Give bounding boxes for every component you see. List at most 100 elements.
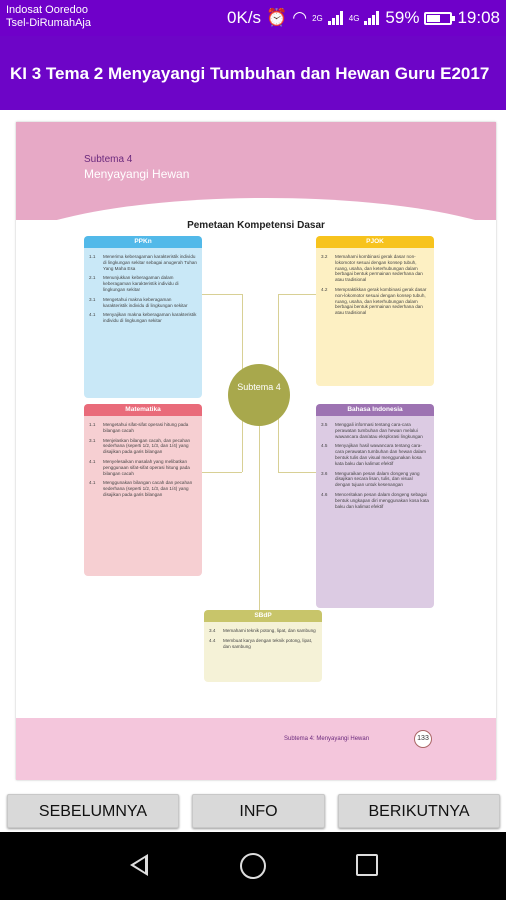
page-footer-band: Subtema 4: Menyayangi Hewan 133 [16, 718, 496, 780]
signal-1-icon [327, 11, 344, 25]
app-title: KI 3 Tema 2 Menyayangi Tumbuhan dan Hewa… [10, 64, 490, 83]
competency-item: 4.1 Menyelesaikan masalah yang melibatkan… [89, 459, 197, 476]
navigation-buttons: SEBELUMNYA INFO BERIKUTNYA [0, 790, 506, 832]
competency-number: 3.2 [321, 254, 328, 259]
competency-number: 4.5 [321, 443, 328, 449]
competency-text: Membuat karya dengan teknik potong, lipa… [223, 637, 313, 649]
wifi-icon: ◠ [292, 8, 308, 27]
competency-item: 4.6 Menceritakan pesan dalam dongeng seba… [321, 492, 429, 509]
competency-text: Memahami kombinasi gerak dasar non-lokom… [335, 254, 423, 283]
sbdp-title: SBdP [204, 610, 322, 622]
competency-number: 4.1 [89, 480, 96, 486]
app-bar: KI 3 Tema 2 Menyayangi Tumbuhan dan Hewa… [0, 36, 506, 110]
ppkn-box: PPKn 1.1 Menerima keberagaman karakterist… [84, 236, 202, 398]
connector-line [242, 416, 243, 472]
competency-text: Menggali informasi tentang cara-cara per… [335, 422, 423, 439]
home-icon[interactable] [240, 853, 266, 879]
previous-button[interactable]: SEBELUMNYA [7, 794, 179, 828]
competency-number: 4.6 [321, 491, 328, 497]
competency-text: Menjelaskan bilangan cacah, dan pecahan … [103, 437, 191, 455]
competency-text: Mengetahui makna keberagaman karakterist… [103, 296, 188, 308]
connector-line [278, 294, 279, 374]
competency-item: 4.1 Menggunakan bilangan cacah dan pecaha… [89, 480, 197, 497]
competency-item: 3.1 Mengetahui makna keberagaman karakter… [89, 297, 197, 309]
alarm-icon: ⏰ [266, 8, 288, 27]
clock: 19:08 [457, 8, 500, 27]
competency-item: 4.4 Membuat karya dengan teknik potong, l… [209, 638, 317, 650]
competency-text: Mengetahui sifat-sifat operasi hitung pa… [103, 422, 189, 433]
recent-apps-icon[interactable] [356, 854, 378, 876]
back-icon[interactable] [130, 854, 148, 876]
competency-number: 1.1 [89, 254, 96, 259]
competency-number: 4.2 [321, 286, 328, 292]
page-viewer[interactable]: Subtema 4 Menyayangi Hewan Pemetaan Komp… [0, 110, 506, 790]
competency-number: 3.1 [89, 437, 96, 443]
competency-item: 4.5 Menyajikan hasil wawancara tentang ca… [321, 443, 429, 466]
connector-line [278, 472, 316, 473]
competency-number: 4.1 [89, 312, 96, 318]
connector-line [259, 426, 260, 610]
competency-item: 3.6 Menguraikan pesan dalam dongeng yang … [321, 471, 429, 488]
connector-line [202, 294, 242, 295]
status-icons: 0K/s ⏰ ◠ 2G 4G 59% 19:08 [227, 8, 500, 28]
subtema-hub: Subtema 4 [228, 364, 290, 426]
competency-number: 3.1 [89, 296, 96, 302]
footer-text: Subtema 4: Menyayangi Hewan [284, 736, 370, 742]
competency-number: 3.4 [209, 628, 216, 633]
competency-item: 4.2 Mempraktikkan gerak kombinasi gerak d… [321, 287, 429, 316]
connector-line [278, 294, 316, 295]
pjok-box: PJOK 3.2 Memahami kombinasi gerak dasar n… [316, 236, 434, 386]
signal-2-icon [364, 11, 380, 25]
book-page: Subtema 4 Menyayangi Hewan Pemetaan Komp… [16, 122, 496, 780]
next-button[interactable]: BERIKUTNYA [338, 794, 500, 828]
status-bar: Indosat Ooredoo Tsel-DiRumahAja 0K/s ⏰ ◠… [0, 0, 506, 36]
competency-item: 2.1 Menunjukkan keberagaman dalam keberag… [89, 275, 197, 292]
battery-fill [427, 14, 441, 22]
connector-line [202, 472, 242, 473]
pjok-title: PJOK [316, 236, 434, 248]
competency-text: Menguraikan pesan dalam dongeng yang dis… [335, 470, 420, 488]
carrier-1: Indosat Ooredoo [6, 4, 88, 16]
network-1-label: 2G [312, 13, 323, 23]
competency-item: 3.2 Memahami kombinasi gerak dasar non-lo… [321, 254, 429, 283]
competency-text: Menyajikan hasil wawancara tentang cara-… [335, 443, 426, 466]
carrier-2: Tsel-DiRumahAja [6, 17, 91, 29]
bahasa-indonesia-title: Bahasa Indonesia [316, 404, 434, 416]
carrier-labels: Indosat Ooredoo Tsel-DiRumahAja [6, 4, 91, 30]
system-nav-bar [0, 832, 506, 900]
competency-number: 2.1 [89, 275, 96, 281]
competency-text: Menceritakan pesan dalam dongeng sebagai… [335, 491, 429, 509]
ppkn-list: 1.1 Menerima keberagaman karakteristik in… [84, 248, 202, 324]
competency-text: Menggunakan bilangan cacah dan pecahan s… [103, 480, 193, 497]
competency-number: 4.1 [89, 458, 96, 464]
competency-text: Menyelesaikan masalah yang melibatkan pe… [103, 458, 190, 476]
map-title: Pemetaan Kompetensi Dasar [187, 220, 325, 231]
competency-number: 3.6 [321, 470, 328, 476]
competency-text: Menunjukkan keberagaman dalam keberagama… [103, 275, 179, 292]
ppkn-title: PPKn [84, 236, 202, 248]
battery-percent: 59% [385, 8, 420, 27]
network-2-label: 4G [348, 13, 360, 23]
competency-number: 4.4 [209, 637, 216, 643]
competency-text: Menerima keberagaman karakteristik indiv… [103, 254, 197, 271]
network-speed: 0K/s [227, 8, 262, 27]
connector-line [278, 416, 279, 472]
hub-label: Subtema 4 [237, 382, 281, 392]
info-button[interactable]: INFO [192, 794, 325, 828]
competency-item: 3.1 Menjelaskan bilangan cacah, dan pecah… [89, 438, 197, 455]
competency-text: Mempraktikkan gerak kombinasi gerak dasa… [335, 286, 427, 316]
page-number: 133 [414, 730, 432, 748]
matematika-title: Matematika [84, 404, 202, 416]
connector-line [242, 294, 243, 374]
subtema-number: Subtema 4 [84, 154, 133, 165]
